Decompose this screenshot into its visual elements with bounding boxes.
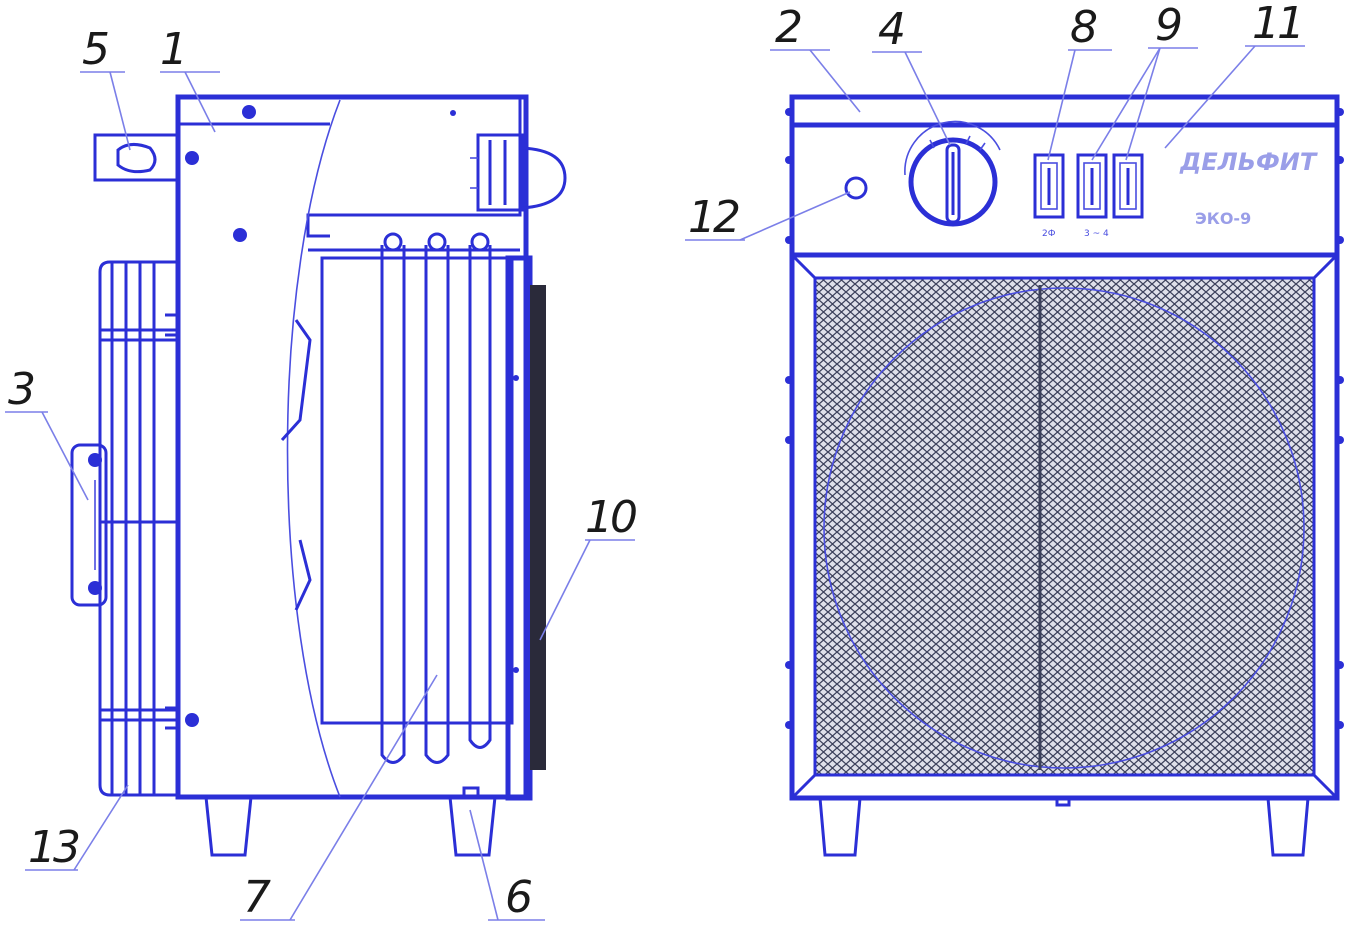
front-foot-left	[818, 797, 862, 857]
heating-tubes	[380, 232, 492, 764]
callout-6: 6	[505, 872, 532, 923]
callout-2: 2	[775, 2, 801, 53]
top-cover	[789, 94, 1340, 128]
rear-fan-guard	[98, 260, 180, 797]
rear-stand	[70, 443, 108, 607]
front-grille-mesh-side	[530, 285, 546, 770]
terminal-block	[470, 133, 567, 212]
callout-numbers: 1 5 3 13 7 6 10 2 4 8 9 11 12	[8, 0, 1305, 923]
indicator-lamp	[844, 176, 868, 200]
callout-3: 3	[8, 364, 34, 415]
switch-label-power: 2Ф	[1042, 229, 1056, 239]
carry-handle	[93, 133, 179, 182]
body-housing	[175, 94, 529, 800]
thermostat-knob	[904, 120, 1001, 227]
heating-element-block	[320, 256, 514, 725]
side-foot-rear	[204, 796, 253, 857]
side-foot-front	[448, 796, 497, 857]
front-foot-right	[1266, 797, 1310, 857]
callout-4: 4	[878, 4, 903, 55]
model-label: ЭКО-9	[1195, 209, 1251, 228]
callout-13: 13	[28, 822, 79, 873]
power-switch	[1033, 153, 1065, 219]
front-view: 2Ф 3 ~ 4 ДЕЛЬФИТ ЭКО-9	[785, 94, 1344, 857]
mode-switch-2	[1112, 153, 1144, 219]
brand-label: ДЕЛЬФИТ	[1179, 148, 1318, 176]
callout-11: 11	[1252, 0, 1302, 49]
callout-1: 1	[160, 24, 185, 75]
callout-8: 8	[1070, 2, 1097, 53]
switch-label-modes: 3 ~ 4	[1084, 229, 1109, 239]
grille-mesh	[813, 276, 1316, 777]
callout-9: 9	[1155, 0, 1181, 51]
callout-5: 5	[82, 24, 108, 75]
mode-switch-1	[1076, 153, 1108, 219]
callout-12: 12	[688, 192, 739, 243]
callout-10: 10	[585, 492, 636, 543]
callout-7: 7	[243, 872, 271, 923]
leader-lines	[5, 45, 1305, 921]
side-view	[70, 94, 567, 857]
